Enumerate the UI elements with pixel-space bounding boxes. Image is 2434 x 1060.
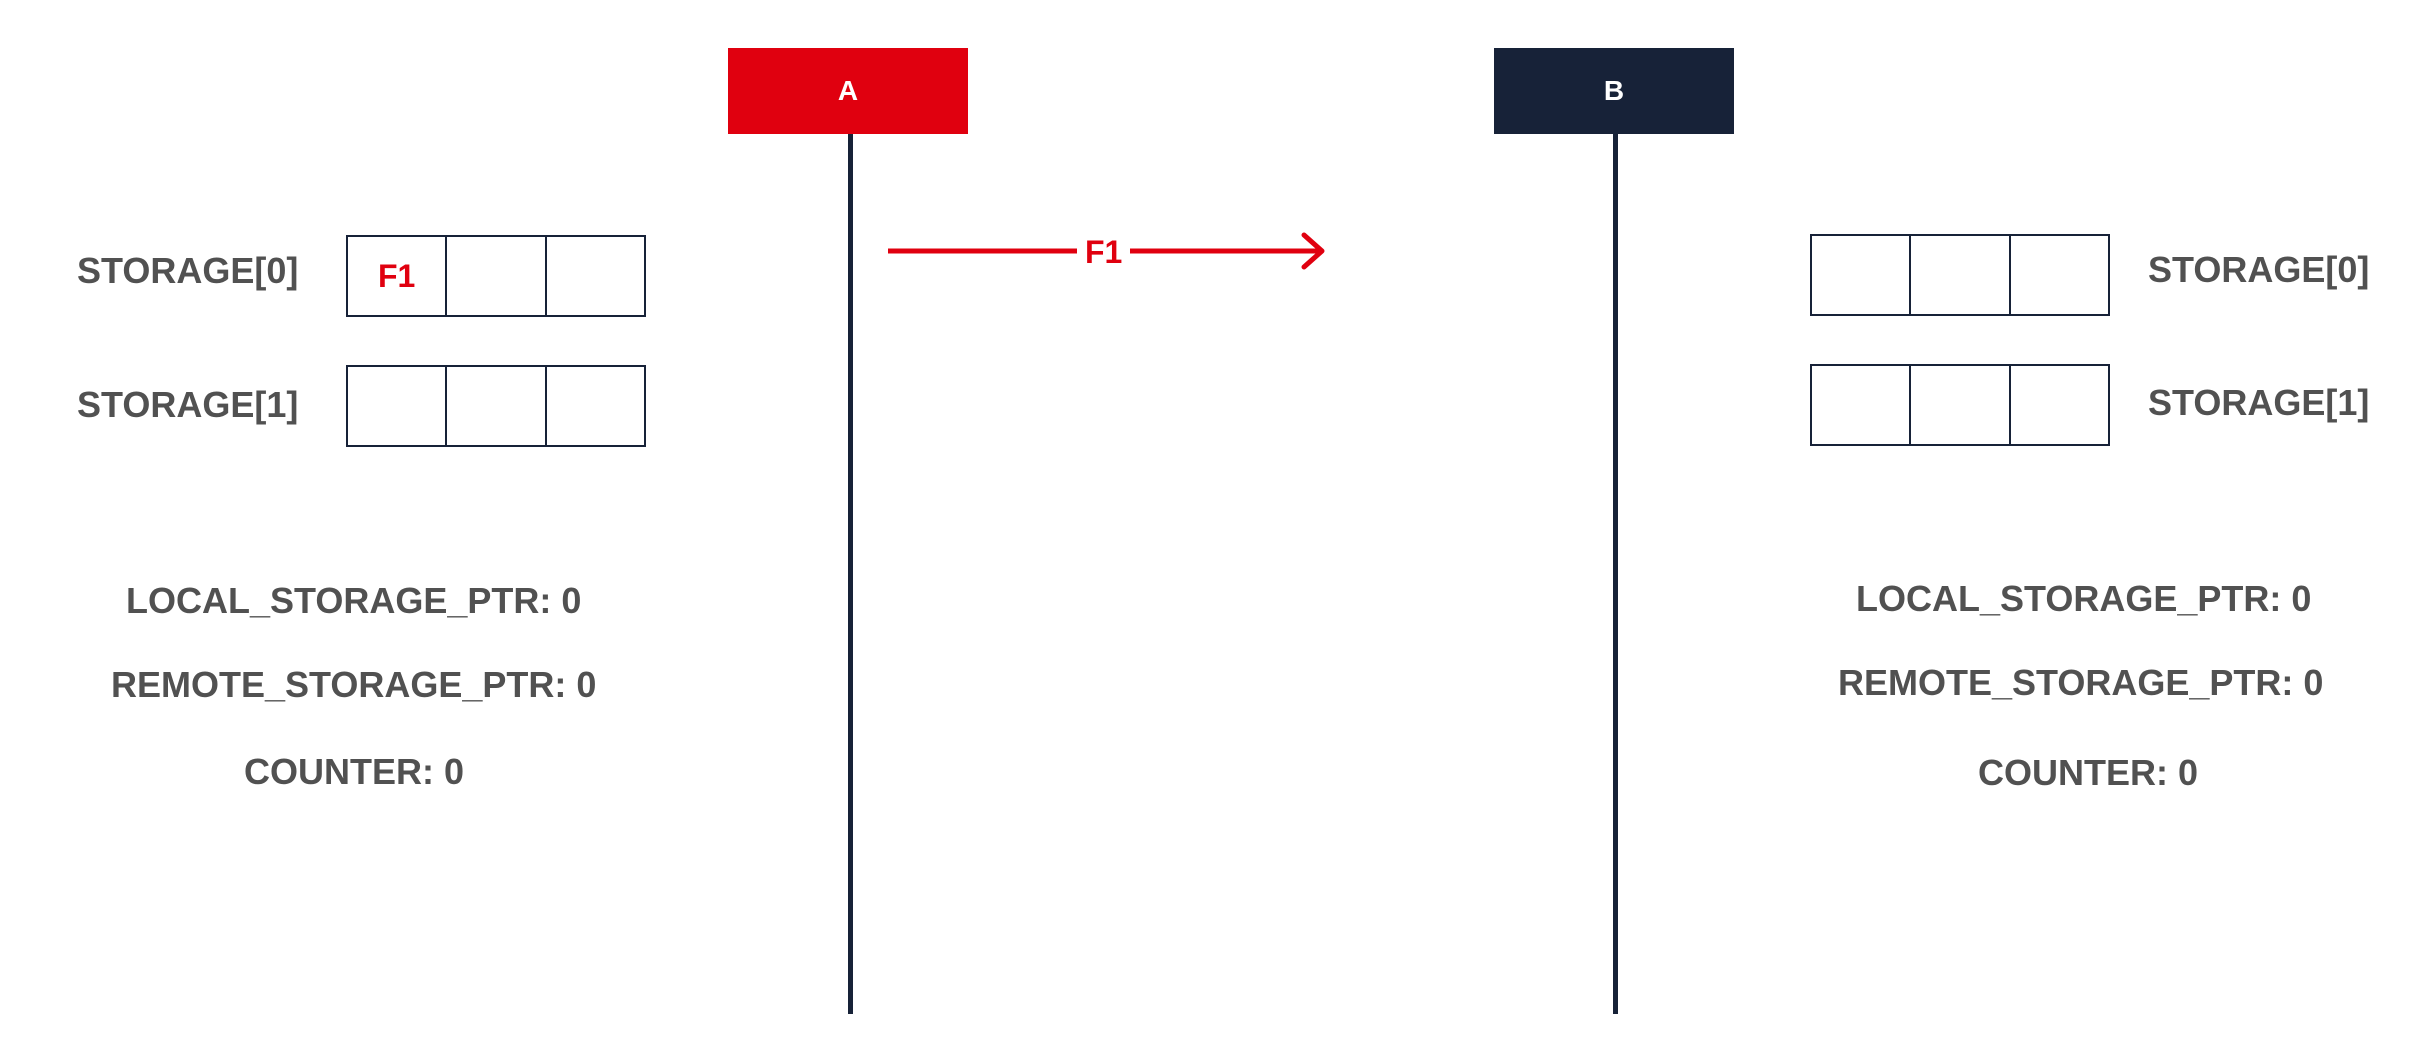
node-a-local-storage-ptr-label: LOCAL_STORAGE_PTR [126,580,540,621]
node-b-storage-0-cell-0 [1812,236,1912,314]
node-b-lifeline [1613,134,1618,1014]
node-b-label: B [1603,75,1625,106]
node-a-storage-1-cell-0 [348,367,448,445]
node-b-storage-1-cell-0 [1812,366,1912,444]
node-a-storage-1-cell-1 [447,367,547,445]
node-a-storage-1-label: STORAGE[1] [77,384,299,425]
node-b-storage-1-label: STORAGE[1] [2148,382,2370,423]
node-a-counter-label: COUNTER [244,751,422,792]
node-a-label: A [837,75,859,106]
node-b-storage-0-cell-2 [2011,236,2108,314]
node-b-counter-value: 0 [2178,752,2199,793]
node-a-local-storage-ptr: LOCAL_STORAGE_PTR: 0 [126,580,582,621]
node-b-remote-storage-ptr-value: 0 [2303,662,2324,703]
node-b-storage-0-cell-1 [1911,236,2011,314]
node-a-counter: COUNTER: 0 [244,751,465,792]
node-a-remote-storage-ptr: REMOTE_STORAGE_PTR: 0 [111,664,597,705]
node-b-remote-storage-ptr: REMOTE_STORAGE_PTR: 0 [1838,662,2324,703]
node-b-local-storage-ptr: LOCAL_STORAGE_PTR: 0 [1856,578,2312,619]
node-a-storage-1-cell-2 [547,367,644,445]
node-a-header: A [728,48,968,134]
node-b-local-storage-ptr-label: LOCAL_STORAGE_PTR [1856,578,2270,619]
node-b-remote-storage-ptr-label: REMOTE_STORAGE_PTR [1838,662,2282,703]
node-b-local-storage-ptr-value: 0 [2291,578,2312,619]
node-b-storage-1-cell-2 [2011,366,2108,444]
node-a-storage-1-grid [346,365,646,447]
node-b-storage-0-grid [1810,234,2110,316]
node-b-storage-1-grid [1810,364,2110,446]
node-a-remote-storage-ptr-value: 0 [576,664,597,705]
node-b-header: B [1494,48,1734,134]
node-b-counter-label: COUNTER [1978,752,2156,793]
node-b-storage-0-label: STORAGE[0] [2148,249,2370,290]
node-a-storage-0-cell-0: F1 [348,237,448,315]
node-a-storage-0-cell-2 [547,237,644,315]
node-a-storage-0-grid: F1 [346,235,646,317]
message-arrow-head [1301,232,1325,270]
node-a-storage-0-label: STORAGE[0] [77,250,299,291]
node-a-counter-value: 0 [444,751,465,792]
node-a-remote-storage-ptr-label: REMOTE_STORAGE_PTR [111,664,555,705]
node-a-local-storage-ptr-value: 0 [561,580,582,621]
message-label: F1 [1077,236,1131,268]
node-a-lifeline [848,134,853,1014]
node-a-storage-0-cell-1 [447,237,547,315]
node-b-counter: COUNTER: 0 [1978,752,2199,793]
node-b-storage-1-cell-1 [1911,366,2011,444]
